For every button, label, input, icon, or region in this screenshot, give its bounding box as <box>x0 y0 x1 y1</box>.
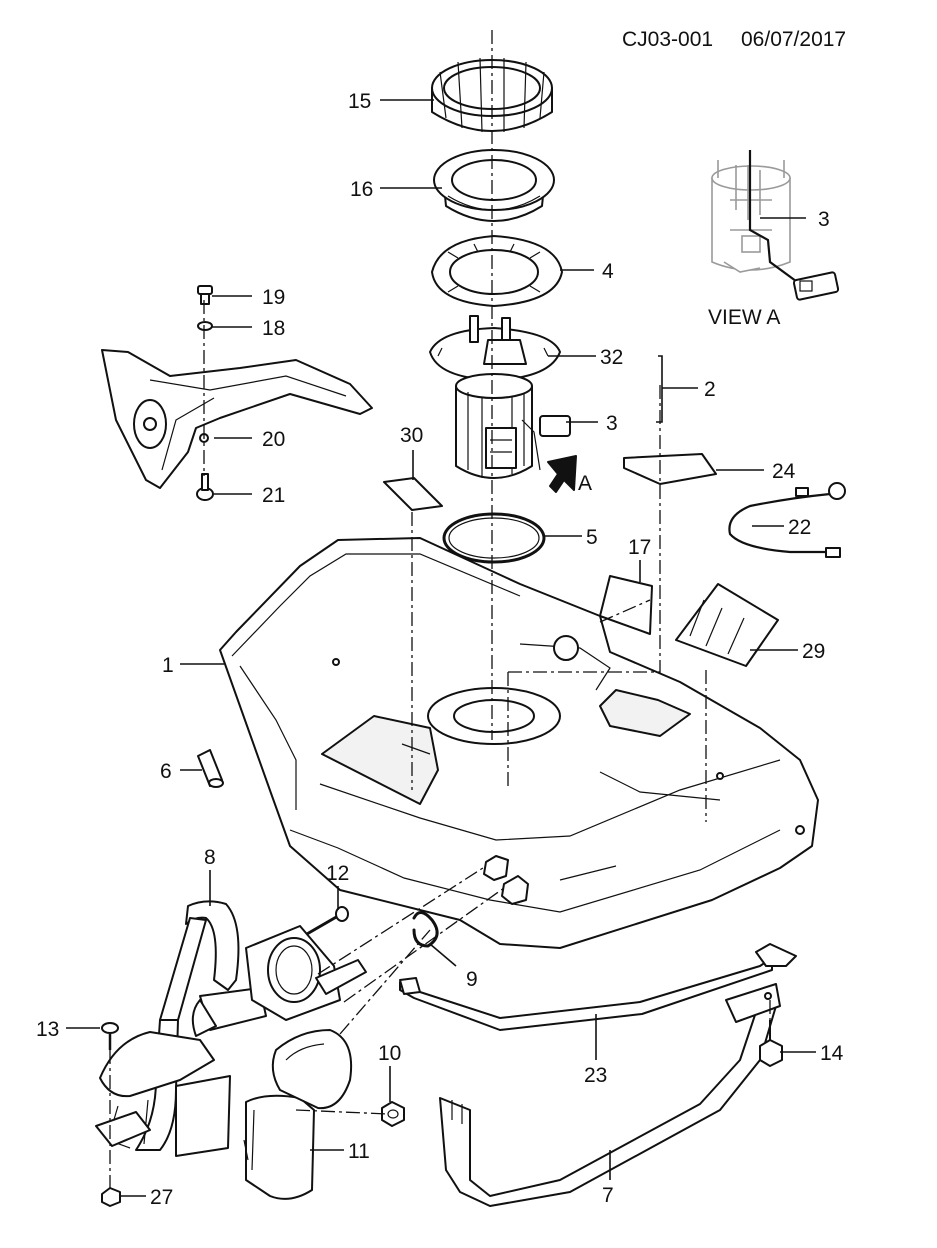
callout-7: 7 <box>602 1184 614 1207</box>
part-4-gasket <box>431 235 563 307</box>
callout-8: 8 <box>204 846 216 869</box>
callout-30: 30 <box>400 424 423 447</box>
callout-14: 14 <box>820 1042 844 1065</box>
part-11-shield <box>243 1029 352 1200</box>
part-13-bolt <box>101 1022 119 1050</box>
view-a-detail <box>711 150 840 301</box>
part-2-fuel-pump-module <box>429 315 561 479</box>
callout-13: 13 <box>36 1018 59 1041</box>
callout-12: 12 <box>326 862 349 885</box>
part-9-clamp <box>412 911 439 948</box>
callout-27: 27 <box>150 1186 173 1209</box>
part-8-filler-pipe <box>95 900 367 1157</box>
part-10-nut <box>381 1101 405 1127</box>
callout-16: 16 <box>350 178 373 201</box>
callout-18: 18 <box>262 317 285 340</box>
part-19-bolt <box>197 285 213 305</box>
callout-21: 21 <box>262 484 285 507</box>
part-17-pad <box>599 575 653 635</box>
assembly-centerlines <box>109 30 771 1190</box>
part-20-bracket <box>101 349 373 489</box>
callout-5: 5 <box>586 526 598 549</box>
callout-6: 6 <box>160 760 172 783</box>
part-24-pad <box>623 453 717 485</box>
part-3-connector <box>539 415 571 437</box>
callout-29: 29 <box>802 640 825 663</box>
callout-15: 15 <box>348 90 371 113</box>
diagram-code: CJ03-001 <box>622 28 713 51</box>
callout-4: 4 <box>602 260 614 283</box>
callout-9: 9 <box>466 968 478 991</box>
part-23-strap <box>399 943 797 1031</box>
part-29-pad <box>675 583 779 667</box>
callout-20: 20 <box>262 428 285 451</box>
part-30-pad <box>383 477 443 511</box>
part-27-nut <box>101 1187 121 1207</box>
callout-24: 24 <box>772 460 796 483</box>
part-22-ground-strap <box>728 482 846 558</box>
view-a-arrow <box>547 455 577 493</box>
view-a-arrow-letter: A <box>578 472 592 495</box>
callout-32: 32 <box>600 346 623 369</box>
part-6-plug <box>197 749 224 788</box>
callout-22: 22 <box>788 516 811 539</box>
part-21-bolt <box>196 473 214 501</box>
callout-3-pump: 3 <box>606 412 618 435</box>
callout-23: 23 <box>584 1064 607 1087</box>
part-16-seal <box>433 149 555 222</box>
callout-3-view: 3 <box>818 208 830 231</box>
callout-19: 19 <box>262 286 285 309</box>
callout-labels: 15 16 4 32 2 3 3 30 5 24 22 17 29 1 6 8 … <box>36 90 844 1209</box>
part-1-fuel-tank <box>219 537 819 949</box>
callout-10: 10 <box>378 1042 401 1065</box>
part-7-strap <box>439 983 781 1207</box>
callout-2: 2 <box>704 378 716 401</box>
view-a-label: VIEW A <box>708 306 780 329</box>
callout-11: 11 <box>348 1140 370 1163</box>
part-5-o-ring <box>442 512 546 564</box>
callout-17: 17 <box>628 536 651 559</box>
part-18-washer <box>197 321 213 331</box>
part-15-lock-ring <box>431 57 553 133</box>
diagram-date: 06/07/2017 <box>741 28 846 51</box>
leader-lines <box>66 99 816 1197</box>
callout-1: 1 <box>162 654 174 677</box>
